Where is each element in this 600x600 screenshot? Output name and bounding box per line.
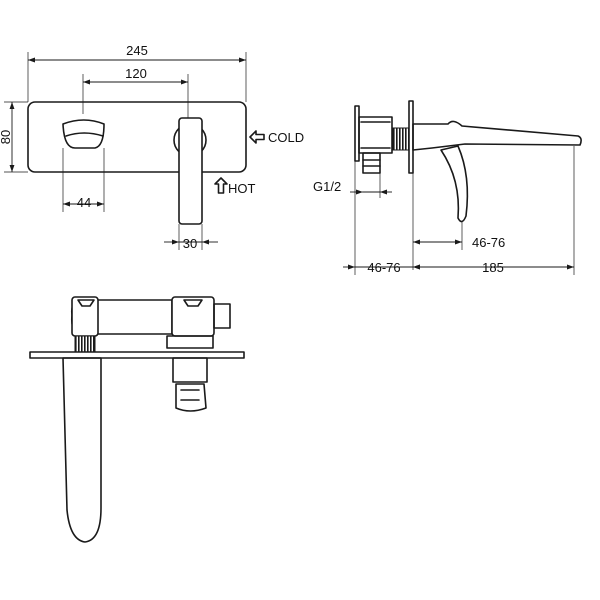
cartridge-neck — [166, 335, 214, 349]
outlet-cap — [71, 296, 99, 337]
dim-spout-width: 44 — [77, 195, 91, 210]
spout-outlet — [62, 119, 105, 149]
dim-overall-width: 245 — [126, 43, 148, 58]
cold-label: COLD — [268, 130, 304, 145]
spout-top — [62, 357, 102, 543]
spout-profile — [412, 120, 582, 151]
arrow-up-icon — [214, 177, 228, 194]
threaded-connector — [392, 127, 410, 151]
cartridge-end — [213, 303, 231, 329]
dim-spout-offset: 46-76 — [472, 235, 505, 250]
side-view: G1/2 46-76 46-76 185 — [313, 100, 582, 275]
front-view: 245 120 80 44 30 COLD HOT — [0, 43, 304, 251]
lever-profile — [440, 145, 469, 223]
spout-outlet-lip — [65, 132, 104, 137]
arrow-left-icon — [249, 130, 265, 144]
cover-plate — [27, 101, 247, 173]
dim-overall-height: 80 — [0, 130, 13, 144]
threaded-connector-top — [74, 335, 96, 353]
dim-center-distance: 120 — [125, 66, 147, 81]
lever-handle — [178, 117, 203, 225]
dim-handle-width: 30 — [183, 236, 197, 251]
hot-label: HOT — [228, 181, 256, 196]
handle-collar — [172, 357, 208, 383]
dim-wall-depth: 46-76 — [367, 260, 400, 275]
cartridge-housing — [171, 296, 215, 337]
thread-size-label: G1/2 — [313, 179, 341, 194]
wall-plate-top — [29, 351, 245, 359]
top-view — [29, 296, 245, 543]
lever-top — [175, 383, 207, 412]
dim-spout-length: 185 — [482, 260, 504, 275]
inlet-fitting — [362, 152, 381, 174]
